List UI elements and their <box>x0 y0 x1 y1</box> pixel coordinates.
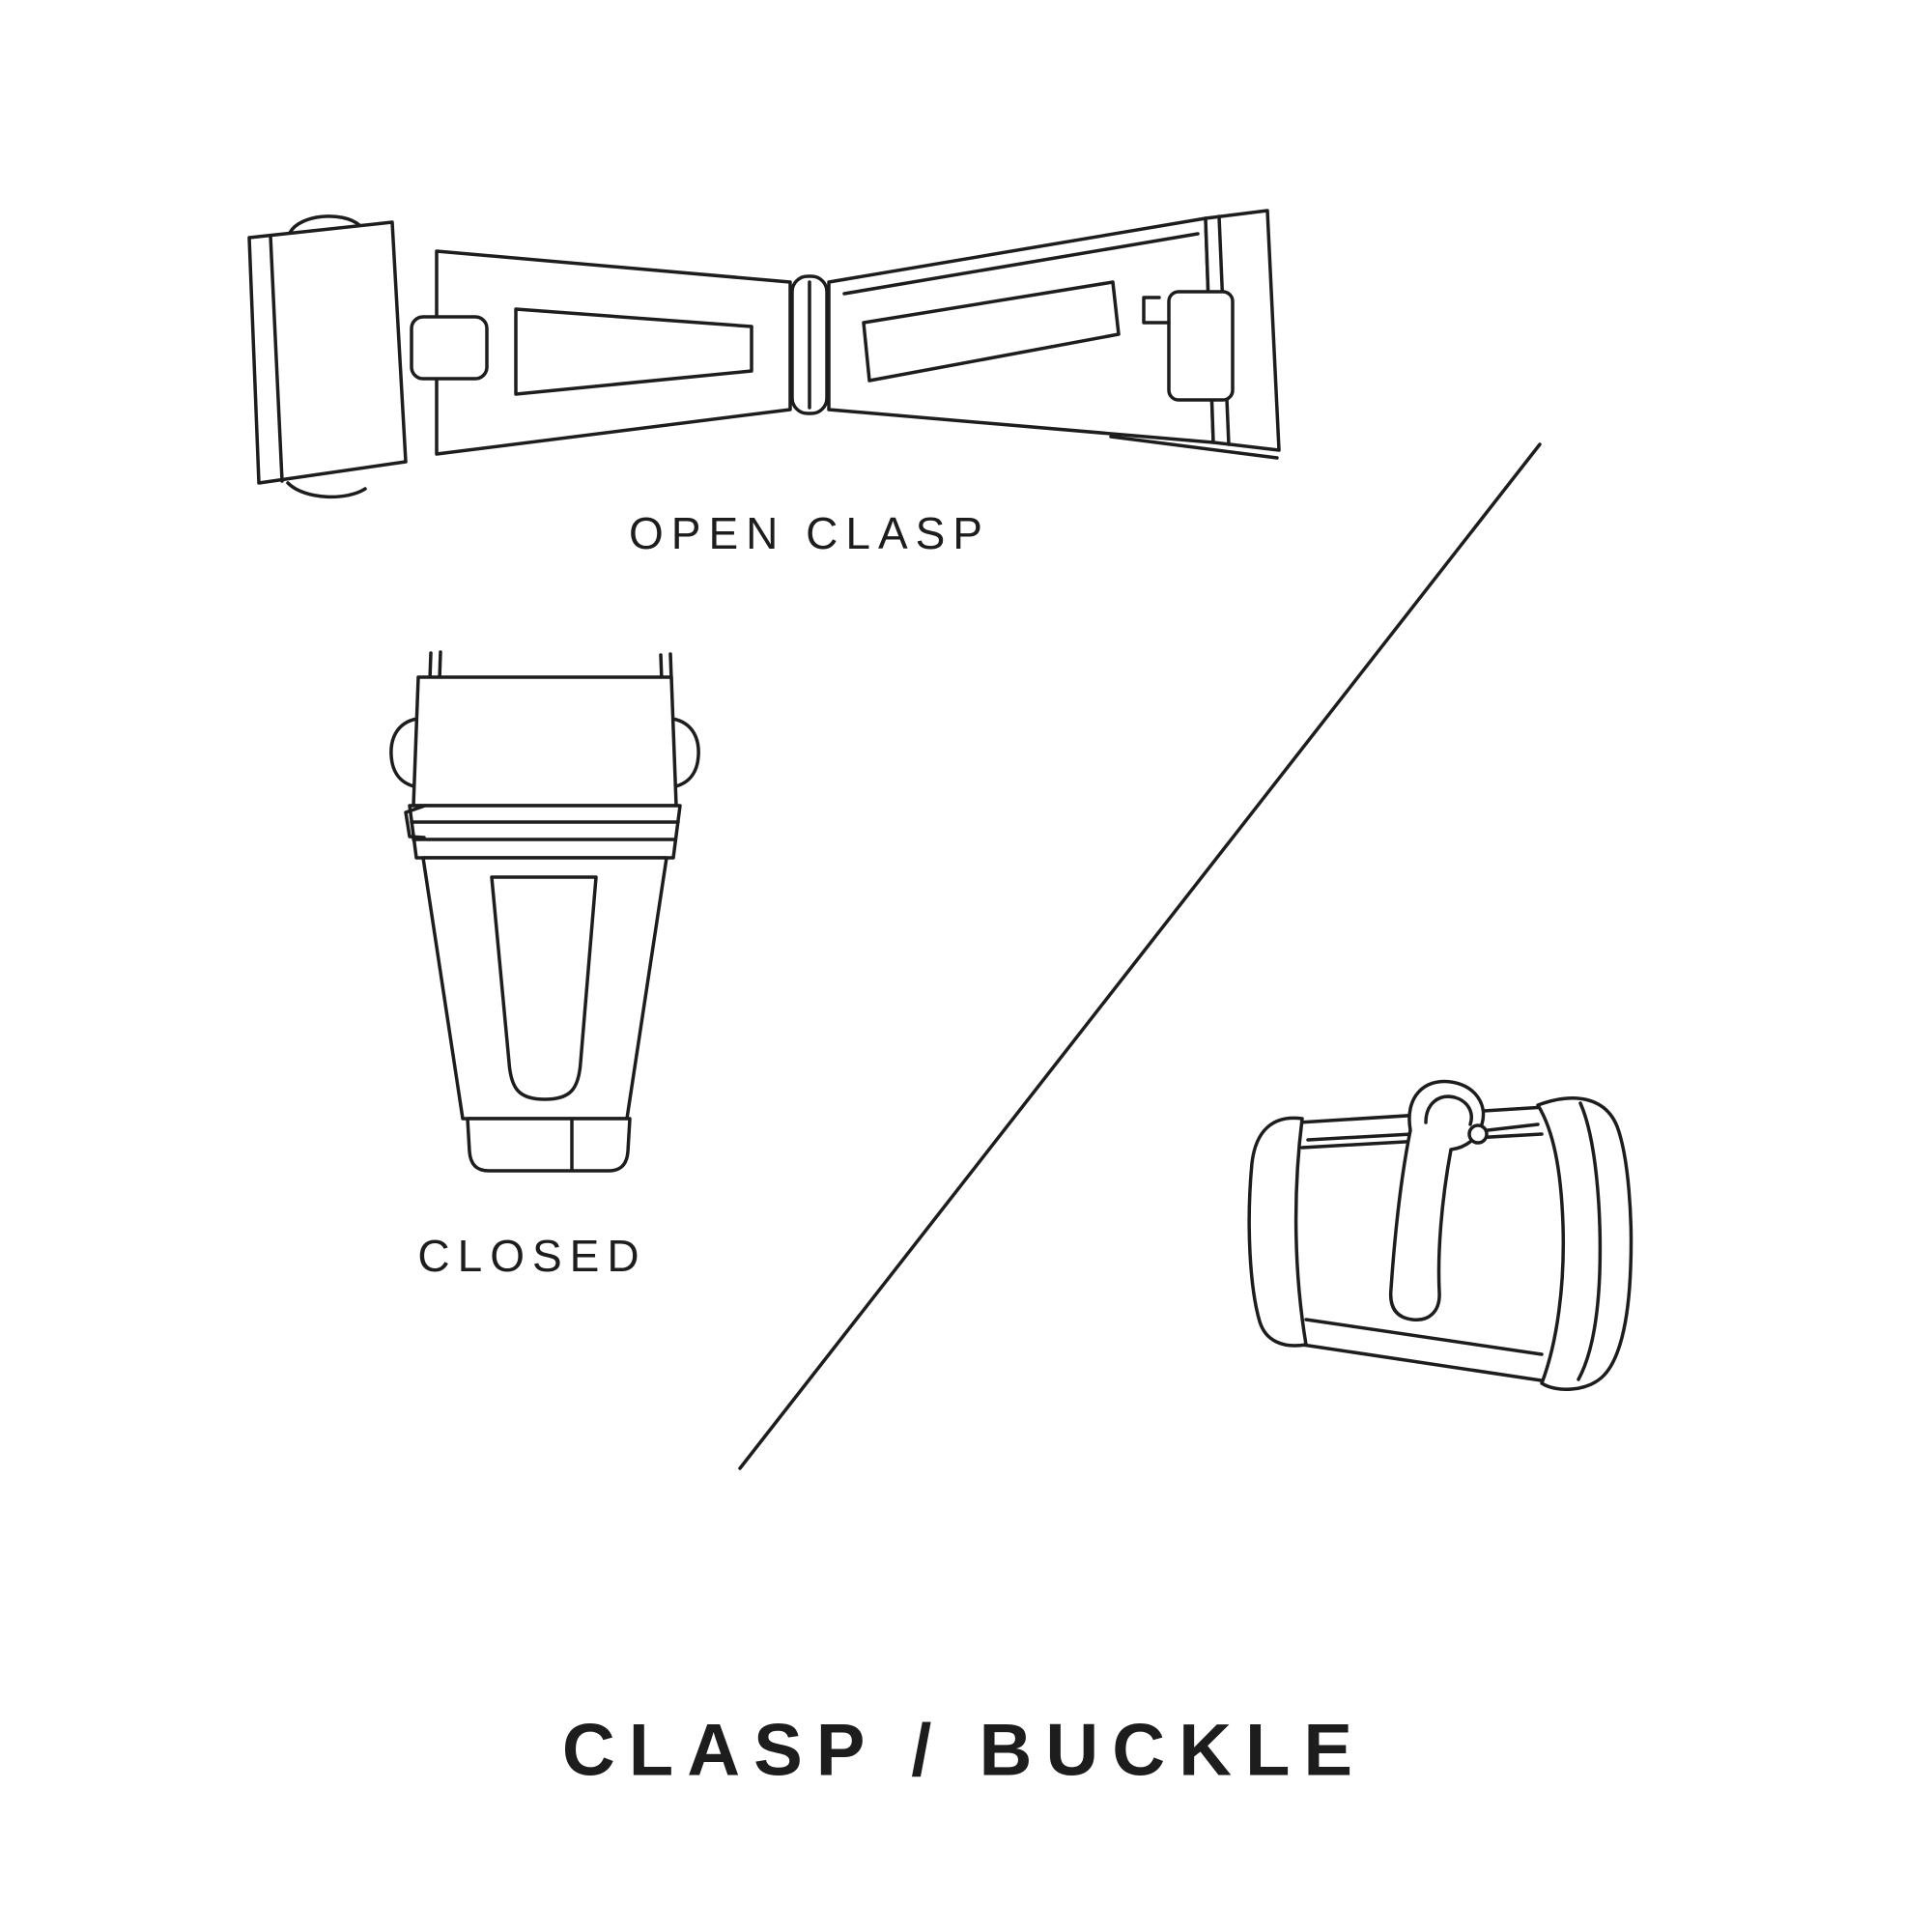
closed-clasp-bottom-cap <box>466 1117 632 1173</box>
buckle-right-end-inner-line <box>1577 1101 1603 1381</box>
closed-clasp-body <box>421 856 668 1121</box>
open-clasp-left-arm-slot <box>514 307 753 396</box>
closed-clasp-bands <box>408 804 682 860</box>
open-clasp-latch <box>1167 290 1235 402</box>
closed-clasp-left-flap <box>404 804 427 839</box>
page-title: CLASP / BUCKLE <box>561 1709 1367 1792</box>
buckle-tang <box>1388 1079 1486 1321</box>
closed-label: CLOSED <box>417 1231 647 1281</box>
open-clasp-left-link-top-tab <box>288 214 361 235</box>
buckle-bottom-rail-inner <box>1304 1318 1544 1356</box>
closed-clasp-right-ear <box>669 717 700 789</box>
open-clasp-right-arm-flange <box>842 232 1200 296</box>
open-clasp-left-link-fold-line <box>269 234 284 483</box>
buckle-right-end <box>1536 1096 1634 1391</box>
buckle-pin-coil <box>1467 1123 1489 1145</box>
closed-clasp-left-ear <box>389 717 420 789</box>
closed-clasp-upper-block <box>412 675 678 808</box>
open-clasp-left-arm <box>435 249 792 456</box>
divider <box>738 442 1542 1470</box>
open-clasp-left-link <box>247 220 408 485</box>
open-clasp-right-arm-slot <box>862 280 1121 383</box>
buckle-pin-right <box>1486 1122 1540 1132</box>
open-clasp-illustration <box>247 209 1281 499</box>
buckle-bottom-rail-outer <box>1300 1343 1549 1383</box>
buckle-pin-left <box>1306 1132 1414 1142</box>
closed-clasp-body-slot <box>490 875 598 1101</box>
open-clasp-right-bottom-edge <box>1109 435 1279 460</box>
open-clasp-label: OPEN CLASP <box>629 508 990 558</box>
open-clasp-right-arm <box>827 216 1215 444</box>
open-clasp-latch-hook <box>1142 296 1171 325</box>
open-clasp-left-link-bottom-tab <box>286 481 367 499</box>
closed-clasp-illustration <box>389 650 700 1173</box>
diagonal-divider-line <box>738 442 1542 1470</box>
open-clasp-left-hook <box>410 315 489 381</box>
buckle-left-bar <box>1247 1116 1308 1348</box>
buckle-tang-loop-inner <box>1424 1094 1473 1126</box>
tang-buckle-illustration <box>1247 1079 1634 1391</box>
